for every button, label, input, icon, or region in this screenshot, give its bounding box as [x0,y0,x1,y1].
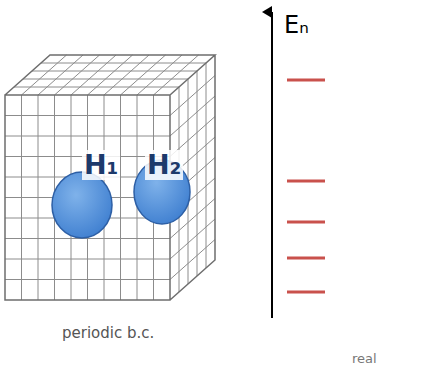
lattice-cube [5,55,215,300]
particle-label: H₁ [82,150,120,180]
caption-text: periodic b.c. [62,325,154,342]
particle-ball [52,172,112,238]
axis-label: Eₙ [284,12,309,38]
particle-label: H₂ [145,150,183,180]
energy-levels [287,80,325,292]
energy-axis [271,12,273,318]
caption-text: real [352,352,377,366]
lattice-grid [5,55,215,300]
